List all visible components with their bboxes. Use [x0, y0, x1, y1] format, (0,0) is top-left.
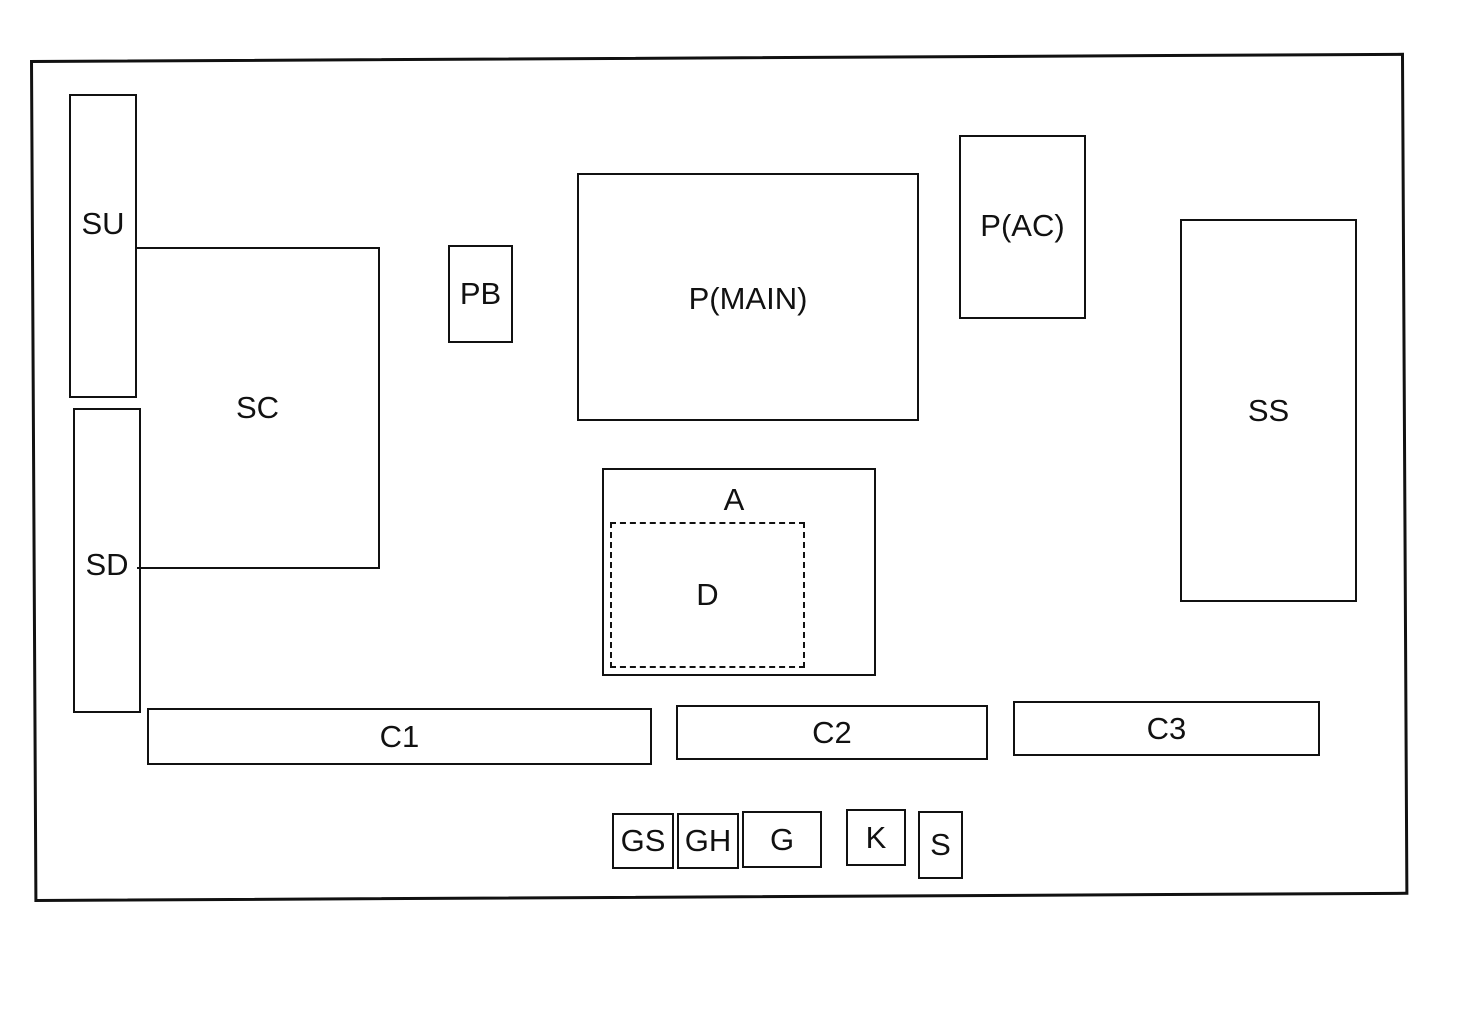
block-s: S — [918, 811, 963, 879]
block-c3: C3 — [1013, 701, 1320, 756]
block-ss: SS — [1180, 219, 1357, 602]
block-k: K — [846, 809, 906, 866]
block-gh-label: GH — [684, 823, 732, 858]
block-sc: SC — [137, 247, 380, 569]
block-g: G — [742, 811, 822, 868]
block-p-ac-label: P(AC) — [980, 208, 1065, 243]
block-g-label: G — [769, 821, 795, 857]
block-p-main-label: P(MAIN) — [688, 281, 808, 316]
block-s-label: S — [930, 827, 951, 862]
block-c2: C2 — [676, 705, 988, 760]
block-gh: GH — [677, 813, 739, 869]
block-p-main: P(MAIN) — [577, 173, 919, 421]
block-gs: GS — [612, 813, 674, 869]
block-sd-label: SD — [85, 546, 129, 582]
block-k-label: K — [865, 819, 887, 855]
block-sd: SD — [73, 408, 141, 713]
block-ss-label: SS — [1247, 392, 1290, 428]
block-c3-label: C3 — [1146, 710, 1187, 746]
block-d: D — [610, 522, 805, 668]
block-su-label: SU — [81, 206, 125, 241]
block-c2-label: C2 — [812, 714, 852, 750]
block-pb-label: PB — [459, 276, 502, 311]
block-c1: C1 — [147, 708, 652, 765]
block-p-ac: P(AC) — [959, 135, 1086, 319]
block-sc-label: SC — [235, 390, 280, 425]
block-d-label: D — [696, 577, 719, 612]
block-c1-label: C1 — [379, 718, 420, 754]
block-a: A — [602, 468, 876, 676]
block-su: SU — [69, 94, 137, 398]
block-gs-label: GS — [620, 823, 666, 858]
block-pb: PB — [448, 245, 513, 343]
block-a-label: A — [723, 482, 745, 517]
